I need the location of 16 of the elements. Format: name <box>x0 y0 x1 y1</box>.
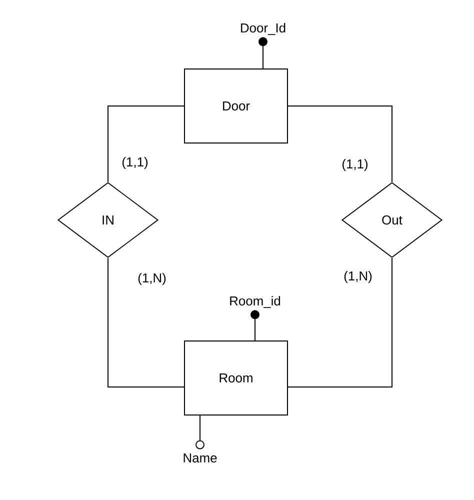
relationship-line <box>288 106 392 182</box>
attribute-connector <box>258 37 268 69</box>
cardinality-label: (1,N) <box>136 272 168 286</box>
attribute-label: Door_Id <box>241 23 286 35</box>
attribute-label: Name <box>184 453 217 463</box>
cardinality-label: (1,1) <box>340 158 370 172</box>
attribute-connector <box>196 415 204 450</box>
relationship-line <box>288 258 392 388</box>
cardinality-label: (1,1) <box>120 156 150 170</box>
cardinality-label: (1,N) <box>342 270 374 284</box>
entity-box: Room <box>184 340 288 416</box>
relationship-line <box>108 258 184 388</box>
relationship-line <box>108 106 184 182</box>
entity-box: Door <box>184 68 288 144</box>
attribute-connector <box>250 310 260 341</box>
attribute-label: Room_id <box>230 296 280 308</box>
